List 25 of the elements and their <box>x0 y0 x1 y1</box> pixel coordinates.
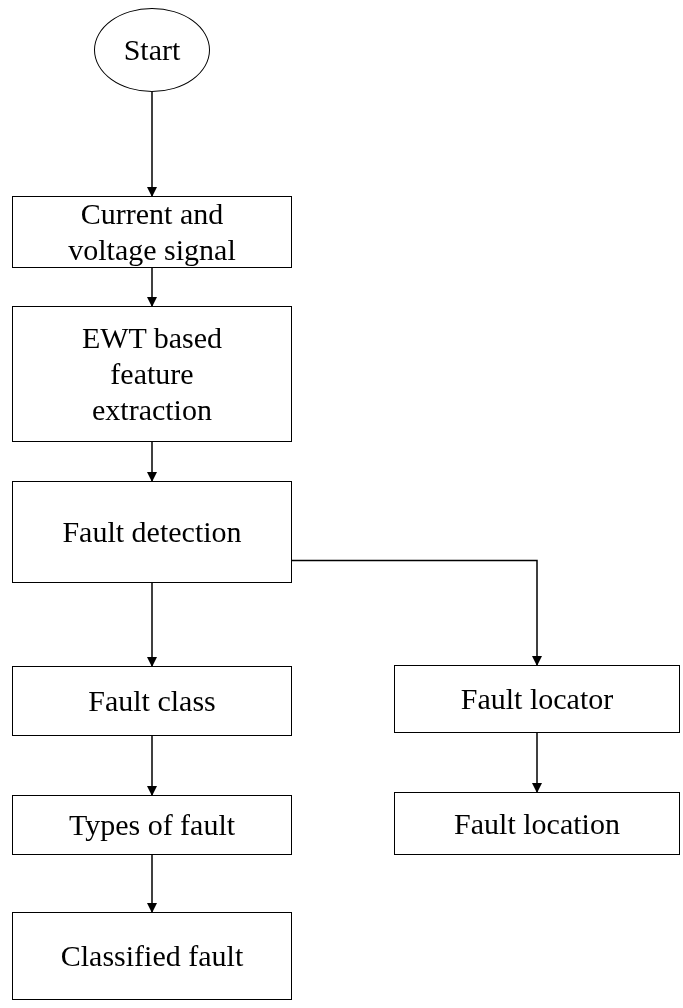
node-label: Start <box>123 32 181 68</box>
arrow <box>147 582 157 667</box>
arrow <box>532 732 542 793</box>
node-label: Fault detection <box>62 514 242 550</box>
arrow <box>147 854 157 913</box>
node-label: Types of fault <box>68 807 236 843</box>
node-label: Fault locator <box>460 681 614 717</box>
process-box <box>12 481 292 583</box>
arrow <box>147 267 157 307</box>
process-box <box>12 666 292 736</box>
arrow <box>291 559 542 666</box>
process-box <box>12 196 292 268</box>
process-box <box>12 795 292 855</box>
node-label: Fault class <box>88 683 216 719</box>
arrow <box>147 735 157 796</box>
node-label: Fault location <box>454 805 620 842</box>
process-box <box>394 792 680 855</box>
process-box <box>12 912 292 1000</box>
arrow <box>147 441 157 482</box>
node-label: EWT based feature extraction <box>80 320 224 428</box>
process-box <box>12 306 292 442</box>
process-box <box>394 665 680 733</box>
node-label: Classified fault <box>60 938 244 974</box>
node-label: Current and voltage signal <box>67 196 237 268</box>
arrow <box>147 91 157 197</box>
